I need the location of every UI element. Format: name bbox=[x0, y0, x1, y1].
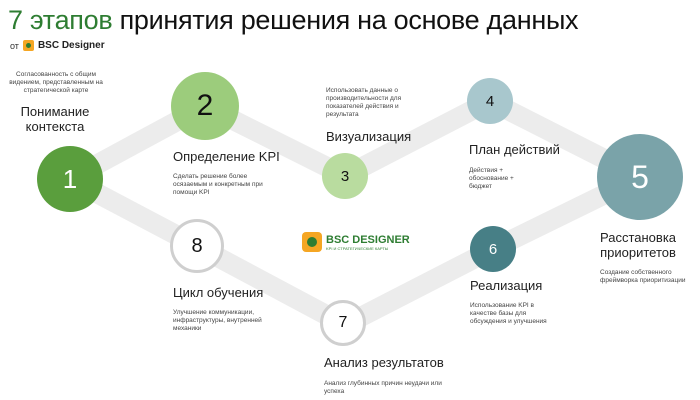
center-logo: BSC DESIGNER KPI И СТРАТЕГИЧЕСКИЕ КАРТЫ bbox=[302, 232, 410, 252]
step-8-label: Цикл обучения bbox=[173, 285, 264, 300]
step-6-description: Использование KPI в качестве базы для об… bbox=[470, 302, 547, 325]
step-7-label: Анализ результатов bbox=[324, 355, 444, 370]
step-5-number: 5 bbox=[631, 158, 649, 195]
step-6-circle: 6 bbox=[470, 226, 516, 272]
step-4-number: 4 bbox=[485, 92, 495, 110]
step-7-number: 7 bbox=[338, 314, 348, 331]
step-2-label: Определение KPI bbox=[173, 149, 280, 164]
step-5-description: Создание собственного фреймворка приорит… bbox=[600, 269, 686, 284]
step-5-circle: 5 bbox=[597, 134, 683, 220]
step-8-number: 8 bbox=[191, 234, 203, 257]
center-logo-tagline: KPI И СТРАТЕГИЧЕСКИЕ КАРТЫ bbox=[326, 245, 389, 251]
step-3-number: 3 bbox=[340, 167, 350, 185]
path-3-4 bbox=[335, 91, 500, 186]
step-6-number: 6 bbox=[488, 240, 498, 258]
step-4-description: Действия + обоснование + бюджет bbox=[469, 167, 514, 190]
step-8-circle: 8 bbox=[170, 219, 224, 273]
title-rest: принятия решения на основе данных bbox=[112, 5, 579, 35]
step-1-number: 1 bbox=[62, 163, 78, 194]
center-logo-name: BSC DESIGNER bbox=[326, 233, 410, 246]
step-6-label: Реализация bbox=[470, 278, 543, 293]
step-2-number: 2 bbox=[196, 89, 214, 122]
step-2-circle: 2 bbox=[171, 72, 239, 140]
path-7-8 bbox=[187, 236, 355, 335]
step-3-circle: 3 bbox=[322, 153, 368, 199]
byline-brand: BSC Designer bbox=[37, 40, 105, 51]
step-7-circle: 7 bbox=[320, 300, 366, 346]
page-title: 7 этапов принятия решения на основе данн… bbox=[8, 4, 579, 36]
step-1-label: Понимание контекста bbox=[20, 104, 90, 134]
bsc-logo-icon bbox=[22, 40, 34, 51]
bsc-logo-icon bbox=[302, 232, 322, 252]
step-8-description: Улучшение коммуникации, инфраструктуры, … bbox=[173, 309, 262, 332]
title-accent: 7 этапов bbox=[8, 5, 113, 35]
step-2-description: Сделать решение более осязаемым и конкре… bbox=[173, 173, 263, 196]
step-1-description: Согласованность с общим видением, предст… bbox=[9, 71, 103, 94]
step-3-description: Использовать данные о производительности… bbox=[326, 87, 402, 118]
byline: от BSC Designer bbox=[10, 40, 105, 51]
step-4-circle: 4 bbox=[467, 78, 513, 124]
path-6-7 bbox=[335, 239, 503, 335]
step-7-description: Анализ глубинных причин неудачи или успе… bbox=[324, 380, 442, 395]
step-4-label: План действий bbox=[469, 142, 560, 157]
byline-prefix: от bbox=[10, 40, 19, 51]
step-3-label: Визуализация bbox=[326, 129, 412, 144]
step-1-circle: 1 bbox=[37, 146, 103, 212]
step-5-label: Расстановка приоритетов bbox=[600, 230, 677, 260]
